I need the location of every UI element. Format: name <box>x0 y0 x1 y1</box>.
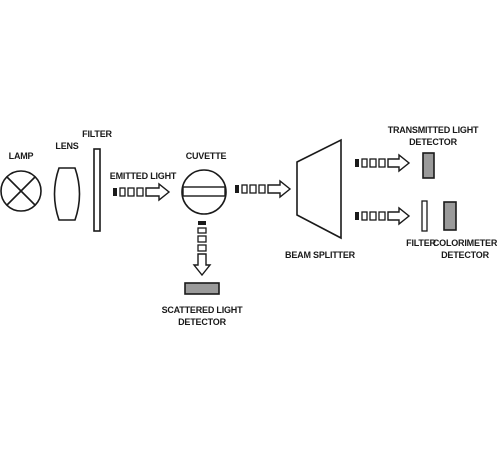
transmitted-beam-arrow <box>235 179 292 199</box>
scattered-detector-label-line2: DETECTOR <box>178 317 226 327</box>
upper-output-beam-arrow <box>355 153 411 173</box>
colorimeter-detector <box>443 201 457 231</box>
beam-splitter-label: BEAM SPLITTER <box>285 250 356 260</box>
lamp-symbol <box>0 170 42 212</box>
lens-shape <box>53 167 81 221</box>
transmitted-detector-label-line1: TRANSMITTED LIGHT <box>388 125 479 135</box>
filter-label: FILTER <box>82 129 112 139</box>
lower-output-beam-arrow <box>355 206 411 226</box>
cuvette-symbol <box>181 169 227 215</box>
scattered-beam-arrow <box>192 221 212 277</box>
transmitted-detector-label-line2: DETECTOR <box>409 137 457 147</box>
scattered-light-detector <box>184 282 220 295</box>
lamp-label: LAMP <box>9 151 34 161</box>
scattered-detector-label-line1: SCATTERED LIGHT <box>162 305 244 315</box>
beam-splitter-shape <box>296 138 342 240</box>
emitted-light-beam-arrow <box>113 182 171 202</box>
colorimeter-detector-label-line1: COLORIMETER <box>433 238 498 248</box>
transmitted-light-detector <box>422 152 435 179</box>
lens-label: LENS <box>55 141 78 151</box>
colorimeter-detector-label-line2: DETECTOR <box>441 250 489 260</box>
second-filter-plate <box>421 200 428 232</box>
filter-plate <box>93 148 101 232</box>
emitted-light-label: EMITTED LIGHT <box>110 171 177 181</box>
cuvette-label: CUVETTE <box>186 151 227 161</box>
second-filter-label: FILTER <box>406 238 436 248</box>
